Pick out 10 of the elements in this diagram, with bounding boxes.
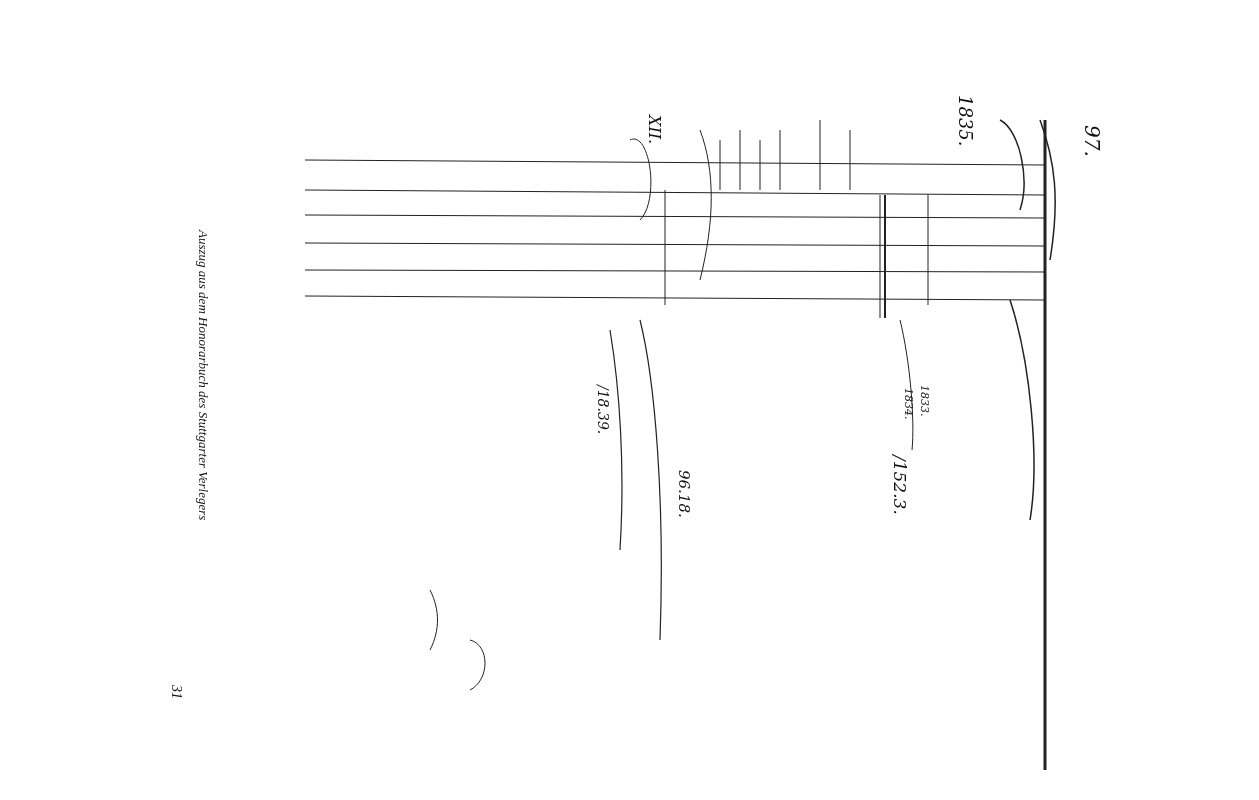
page-number: 97. [1080,125,1104,157]
year-note: 1834. [902,388,915,420]
sum-note: 96.18. [675,470,693,518]
caption: Auszug aus dem Honorarbuch des Stuttgarter Verlegers [195,230,211,521]
page-number: 31 [168,685,184,699]
sum-note: /152.3. [890,455,910,515]
sum-note: /18.39. [595,385,611,435]
month-label: XII. [645,115,664,145]
year-note: 1833. [918,385,931,417]
year-heading: 1835. [955,95,976,147]
